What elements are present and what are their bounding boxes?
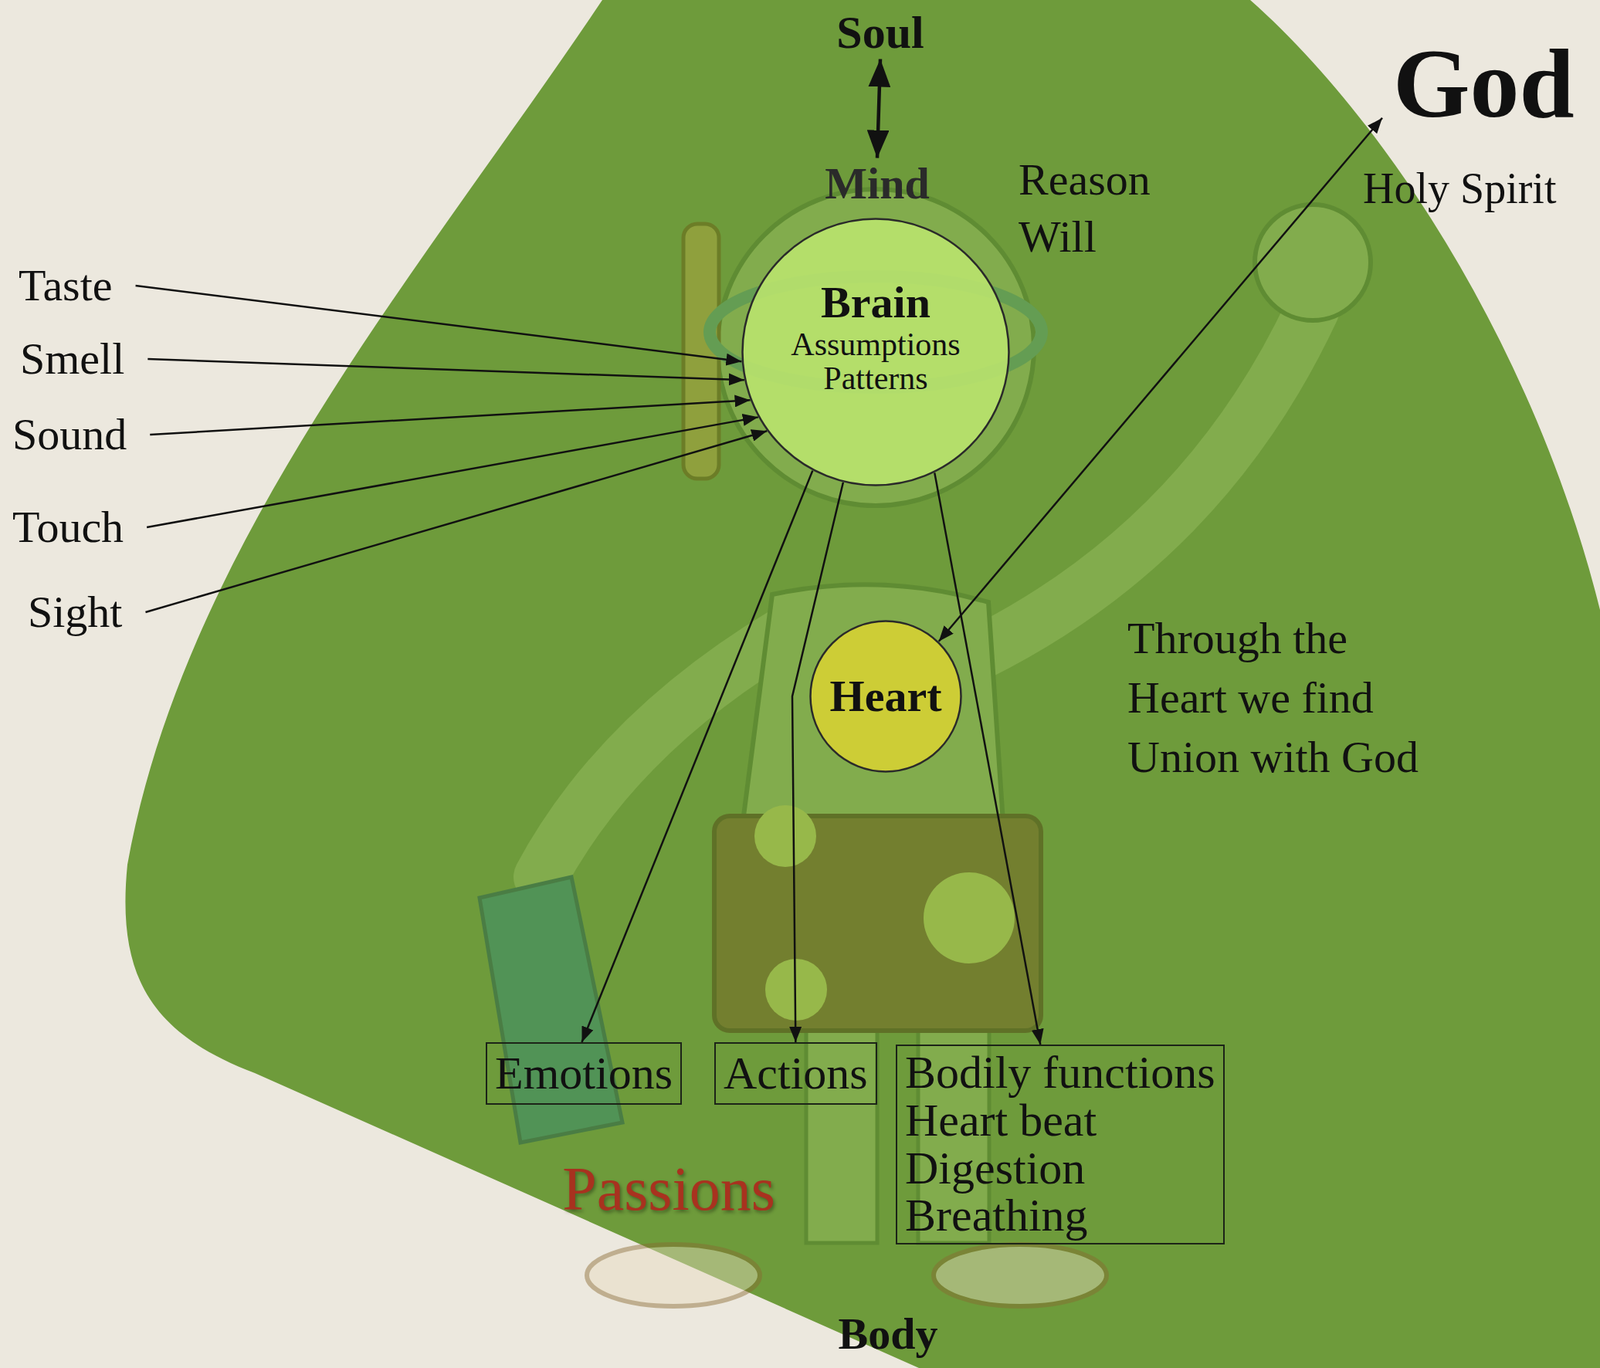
arrow-connector bbox=[877, 59, 881, 159]
node-text: Assumptions Patterns bbox=[779, 327, 973, 396]
node-text: Actions bbox=[723, 1047, 868, 1101]
arrow-connector bbox=[792, 482, 844, 1043]
mind-heading: Mind bbox=[824, 158, 929, 211]
node-text: Bodily functions bbox=[905, 1049, 1216, 1098]
arrow-connector bbox=[934, 472, 1041, 1045]
annotation-text: Body bbox=[838, 1309, 939, 1360]
node-text: Sound bbox=[12, 409, 127, 462]
node-text: God bbox=[1393, 33, 1575, 133]
node-text: Sight bbox=[27, 586, 123, 639]
outcome-box: Bodily functionsHeart beatDigestionBreat… bbox=[895, 1044, 1225, 1245]
node-text: Digestion bbox=[905, 1145, 1216, 1194]
annotation-text: Through the Heart we find Union with God bbox=[1127, 608, 1437, 787]
circle-shape bbox=[742, 219, 1010, 486]
annotation-text: Reason bbox=[1018, 154, 1151, 207]
sense-label: Sound bbox=[12, 409, 150, 462]
figure-towel bbox=[479, 877, 623, 1143]
figure-head bbox=[717, 189, 1034, 506]
annotation-text: Holy Spirit bbox=[1362, 163, 1556, 214]
sense-label: Touch bbox=[12, 501, 147, 554]
heart-circle: Heart bbox=[809, 620, 963, 773]
figure-sandal bbox=[586, 1244, 760, 1307]
sense-label: Sight bbox=[27, 586, 146, 639]
node-text: Heart bbox=[830, 671, 943, 723]
annotation-text: Passions bbox=[562, 1153, 776, 1225]
arrow-connector bbox=[149, 400, 750, 435]
background-blob bbox=[125, 0, 1600, 1368]
node-text: Heart beat bbox=[905, 1097, 1216, 1146]
circle-shape bbox=[810, 621, 962, 773]
outcome-box: Emotions bbox=[485, 1042, 682, 1106]
sense-label: Smell bbox=[20, 333, 148, 386]
outcome-box: Actions bbox=[714, 1042, 878, 1106]
figure-torso bbox=[741, 584, 1004, 834]
node-text: Smell bbox=[20, 333, 125, 386]
shorts-dot bbox=[754, 805, 817, 868]
arrow-connector bbox=[135, 285, 743, 362]
figure-hand bbox=[1254, 204, 1371, 321]
arrow-connector bbox=[145, 430, 768, 613]
god-heading: God bbox=[1382, 33, 1580, 133]
soul-heading: Soul bbox=[836, 6, 924, 60]
node-text: Breathing bbox=[905, 1192, 1216, 1241]
node-text: Emotions bbox=[494, 1047, 673, 1101]
arrow-connector bbox=[146, 416, 759, 528]
annotation-text: Will bbox=[1018, 211, 1097, 264]
node-text: Brain bbox=[820, 277, 931, 328]
sense-label: Taste bbox=[18, 260, 136, 312]
node-text: Taste bbox=[18, 260, 113, 312]
arrow-connector bbox=[147, 359, 744, 380]
shorts-dot bbox=[923, 872, 1015, 964]
node-text: Mind bbox=[824, 158, 929, 211]
figure-sandal bbox=[933, 1244, 1107, 1307]
arrow-connector bbox=[581, 471, 813, 1043]
node-text: Soul bbox=[836, 6, 924, 60]
node-text: Touch bbox=[12, 501, 124, 554]
brain-circle: BrainAssumptions Patterns bbox=[741, 217, 1011, 487]
